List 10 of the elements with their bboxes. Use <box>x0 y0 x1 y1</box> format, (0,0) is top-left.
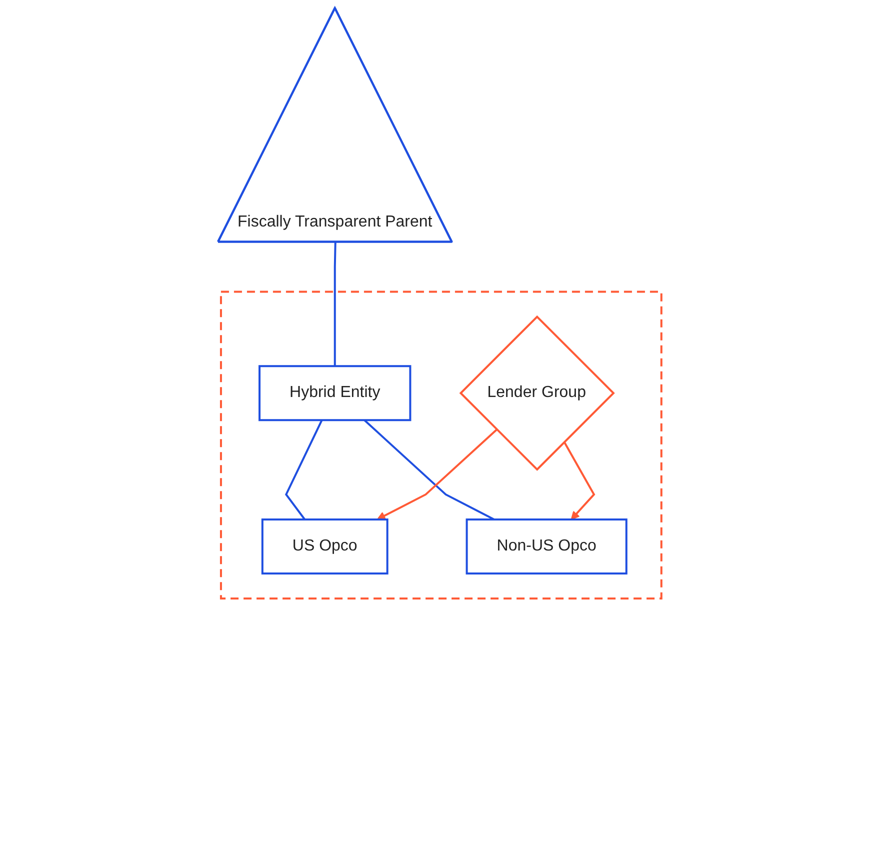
connector <box>284 420 323 520</box>
node-box: Non-US Opco <box>466 518 628 574</box>
arrow <box>376 428 498 520</box>
cluster <box>220 290 662 600</box>
node-box: Hybrid Entity <box>258 365 412 422</box>
connector <box>334 242 336 366</box>
node-box: US Opco <box>261 518 388 574</box>
arrow <box>563 441 596 520</box>
node-diamond: Lender Group <box>459 315 615 471</box>
connector <box>364 419 494 520</box>
